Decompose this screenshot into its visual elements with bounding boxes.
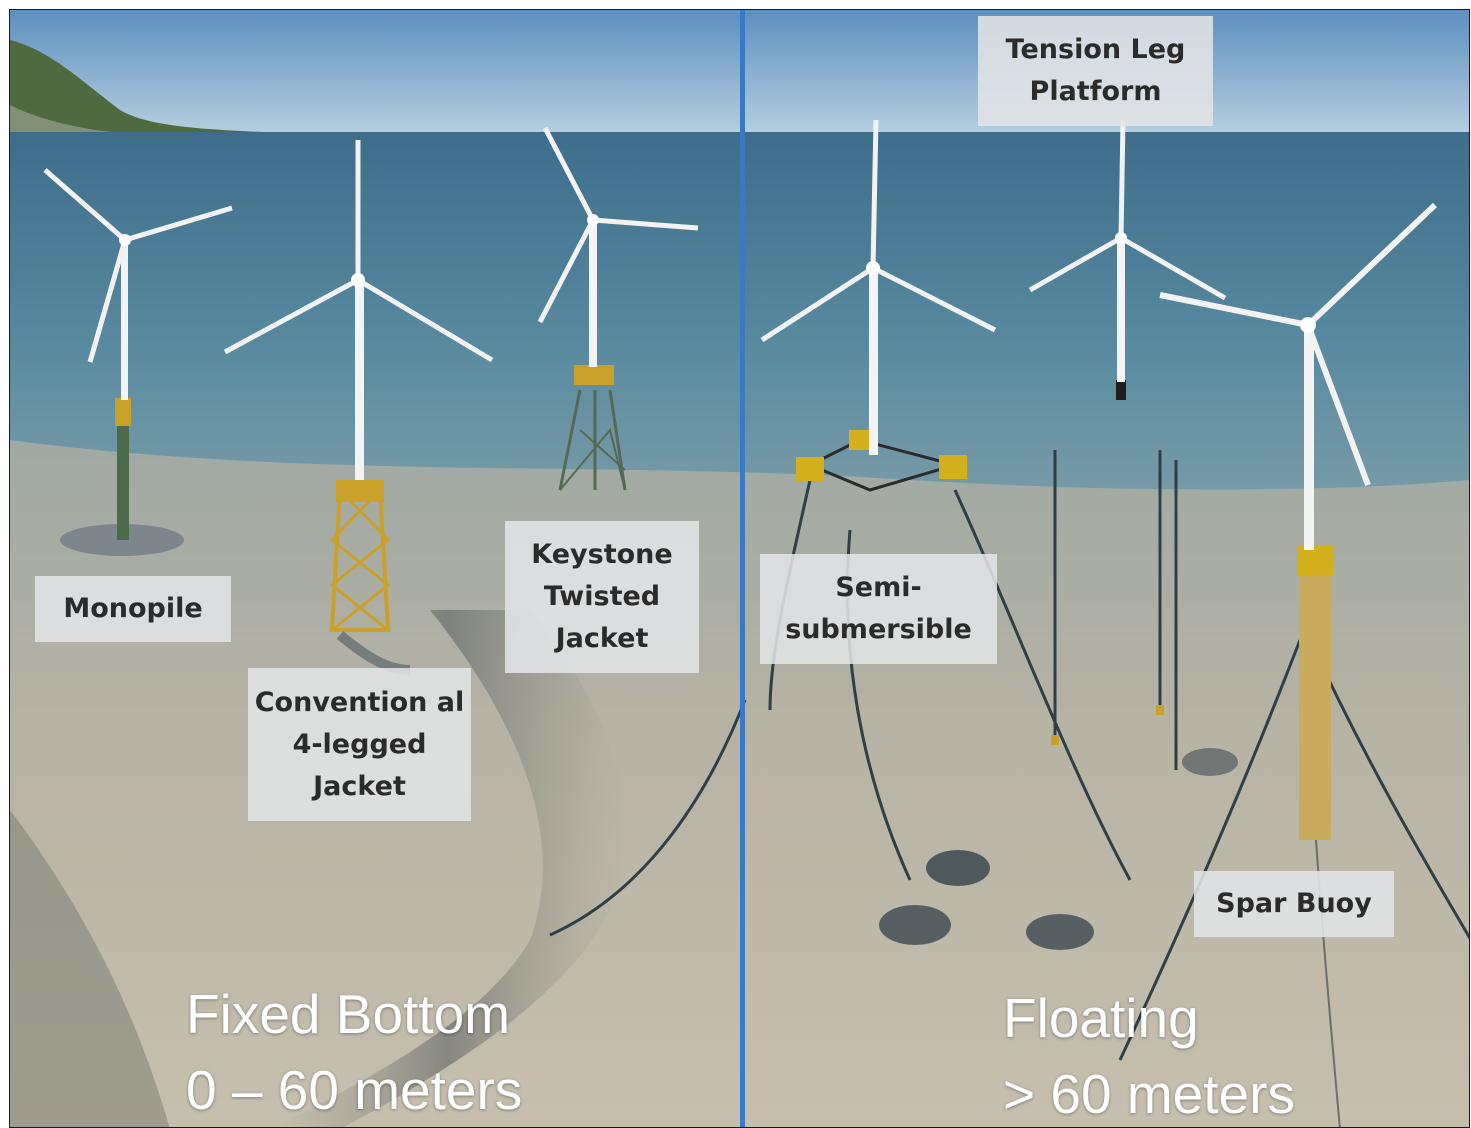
fixed-bottom-depth: 0 – 60 meters xyxy=(186,1059,523,1121)
sky xyxy=(10,10,1469,135)
offshore-wind-scene xyxy=(10,10,1469,1127)
monopile-turbine xyxy=(43,168,233,556)
section-divider xyxy=(740,10,745,1127)
fixed-bottom-title: Fixed Bottom xyxy=(186,983,511,1045)
tension-leg-turbine xyxy=(1028,119,1227,770)
seabed xyxy=(10,440,1469,1127)
floating-depth: > 60 meters xyxy=(1003,1063,1295,1125)
spar-buoy-label: Spar Buoy xyxy=(1194,871,1394,937)
spar-buoy-turbine xyxy=(1118,202,1469,1127)
illustration-frame: Monopile Convention al 4-legged Jacket K… xyxy=(9,9,1470,1128)
semi-submersible-turbine xyxy=(760,119,1132,881)
conventional-jacket-label: Convention al 4-legged Jacket xyxy=(248,668,471,821)
coastal-hill xyxy=(10,40,310,145)
fixed-bottom-caption: Fixed Bottom 0 – 60 meters xyxy=(186,976,523,1127)
power-cable xyxy=(549,699,747,937)
tension-leg-label: Tension Leg Platform xyxy=(978,16,1213,126)
floating-caption: Floating > 60 meters xyxy=(1003,980,1295,1127)
monopile-label: Monopile xyxy=(35,576,231,642)
keystone-jacket-label: Keystone Twisted Jacket xyxy=(505,521,699,673)
semi-submersible-label: Semi- submersible xyxy=(760,554,997,664)
keystone-jacket-turbine xyxy=(537,126,699,491)
floating-title: Floating xyxy=(1003,987,1199,1049)
